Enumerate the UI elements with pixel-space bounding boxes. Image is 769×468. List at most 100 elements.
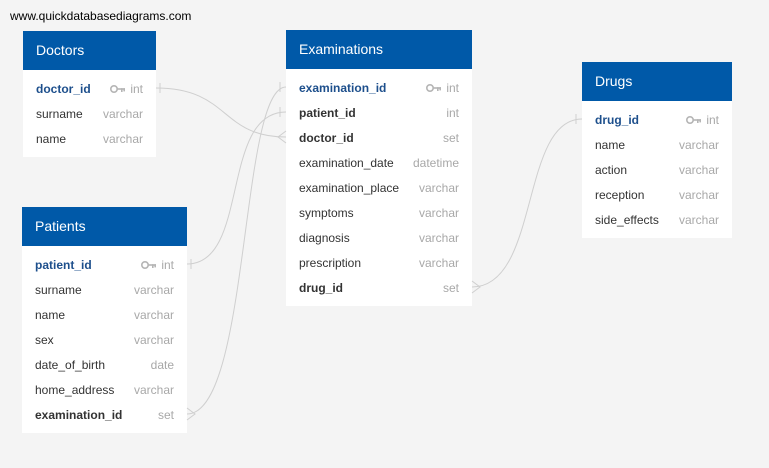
relation-drug-examination: [471, 114, 583, 294]
field-name: sex: [35, 332, 54, 347]
field-type: varchar: [419, 231, 459, 245]
field-row-action[interactable]: action varchar: [582, 157, 732, 182]
field-type: date: [151, 358, 174, 372]
field-name: doctor_id: [299, 130, 354, 145]
field-type-label: varchar: [678, 187, 719, 202]
field-name: surname: [36, 106, 83, 121]
field-name: prescription: [299, 255, 362, 270]
field-row-drug-id[interactable]: drug_id int: [582, 107, 732, 132]
field-row-home-address[interactable]: home_address varchar: [22, 377, 187, 402]
field-row-date-of-birth[interactable]: date_of_birth date: [22, 352, 187, 377]
field-type-label: set: [157, 407, 174, 422]
relation-examination-patient: [186, 82, 287, 421]
field-type-label: int: [130, 81, 143, 96]
table-doctors[interactable]: Doctors doctor_id int surname varchar name va…: [23, 31, 156, 157]
table-drugs[interactable]: Drugs drug_id int name varchar action varchar…: [582, 62, 732, 238]
table-title[interactable]: Patients: [22, 207, 187, 246]
field-type: varchar: [103, 107, 143, 121]
field-name: surname: [35, 282, 82, 297]
field-name: symptoms: [299, 205, 354, 220]
field-row-examination-place[interactable]: examination_place varchar: [286, 175, 472, 200]
field-type: varchar: [679, 188, 719, 202]
field-row-name[interactable]: name varchar: [582, 132, 732, 157]
field-row-name[interactable]: name varchar: [22, 302, 187, 327]
field-type-label: set: [442, 130, 459, 145]
field-type: int: [141, 258, 174, 272]
field-row-examination-id[interactable]: examination_id int: [286, 75, 472, 100]
field-type-label: varchar: [678, 162, 719, 177]
field-type-label: varchar: [418, 230, 459, 245]
field-name: drug_id: [299, 280, 343, 295]
field-name: side_effects: [595, 212, 659, 227]
field-name: action: [595, 162, 628, 177]
field-type: int: [446, 106, 459, 120]
field-row-patient-id[interactable]: patient_id int: [22, 252, 187, 277]
field-type-label: varchar: [133, 307, 174, 322]
field-type: varchar: [134, 383, 174, 397]
field-row-surname[interactable]: surname varchar: [22, 277, 187, 302]
field-name: name: [36, 131, 67, 146]
field-name: name: [35, 307, 66, 322]
field-type: set: [443, 131, 459, 145]
table-title[interactable]: Examinations: [286, 30, 472, 69]
field-type-label: varchar: [678, 212, 719, 227]
field-row-prescription[interactable]: prescription varchar: [286, 250, 472, 275]
field-type: int: [686, 113, 719, 127]
field-type: varchar: [679, 163, 719, 177]
field-row-sex[interactable]: sex varchar: [22, 327, 187, 352]
field-type-label: varchar: [102, 131, 143, 146]
relation-patient-examination: [186, 107, 287, 269]
field-type-label: varchar: [102, 106, 143, 121]
field-row-surname[interactable]: surname varchar: [23, 101, 156, 126]
field-name: doctor_id: [36, 81, 91, 96]
field-row-reception[interactable]: reception varchar: [582, 182, 732, 207]
field-row-doctor-id[interactable]: doctor_id int: [23, 76, 156, 101]
field-name: patient_id: [299, 105, 356, 120]
key-icon: [686, 115, 706, 125]
field-type: varchar: [419, 181, 459, 195]
field-row-symptoms[interactable]: symptoms varchar: [286, 200, 472, 225]
field-row-drug-id[interactable]: drug_id set: [286, 275, 472, 300]
field-type: int: [426, 81, 459, 95]
field-row-doctor-id[interactable]: doctor_id set: [286, 125, 472, 150]
field-name: patient_id: [35, 257, 92, 272]
key-icon: [426, 83, 446, 93]
field-type-label: varchar: [133, 382, 174, 397]
field-type: varchar: [134, 333, 174, 347]
field-type-label: varchar: [133, 332, 174, 347]
field-name: examination_id: [299, 80, 387, 95]
field-type: set: [443, 281, 459, 295]
field-name: drug_id: [595, 112, 639, 127]
field-name: home_address: [35, 382, 115, 397]
field-name: diagnosis: [299, 230, 350, 245]
field-type-label: varchar: [133, 282, 174, 297]
field-type-label: int: [446, 105, 459, 120]
field-name: reception: [595, 187, 645, 202]
field-type-label: varchar: [418, 255, 459, 270]
field-row-patient-id[interactable]: patient_id int: [286, 100, 472, 125]
field-name: name: [595, 137, 626, 152]
field-type: varchar: [134, 308, 174, 322]
field-type: varchar: [419, 256, 459, 270]
key-icon: [141, 260, 161, 270]
field-type-label: varchar: [678, 137, 719, 152]
field-type: varchar: [103, 132, 143, 146]
field-row-side-effects[interactable]: side_effects varchar: [582, 207, 732, 232]
field-name: examination_place: [299, 180, 400, 195]
field-row-diagnosis[interactable]: diagnosis varchar: [286, 225, 472, 250]
field-type-label: varchar: [418, 180, 459, 195]
field-type-label: varchar: [418, 205, 459, 220]
table-title[interactable]: Doctors: [23, 31, 156, 70]
field-type-label: int: [706, 112, 719, 127]
field-row-name[interactable]: name varchar: [23, 126, 156, 151]
field-type: set: [158, 408, 174, 422]
field-type: int: [110, 82, 143, 96]
field-name: date_of_birth: [35, 357, 106, 372]
table-title[interactable]: Drugs: [582, 62, 732, 101]
key-icon: [110, 84, 130, 94]
field-type-label: datetime: [412, 155, 459, 170]
